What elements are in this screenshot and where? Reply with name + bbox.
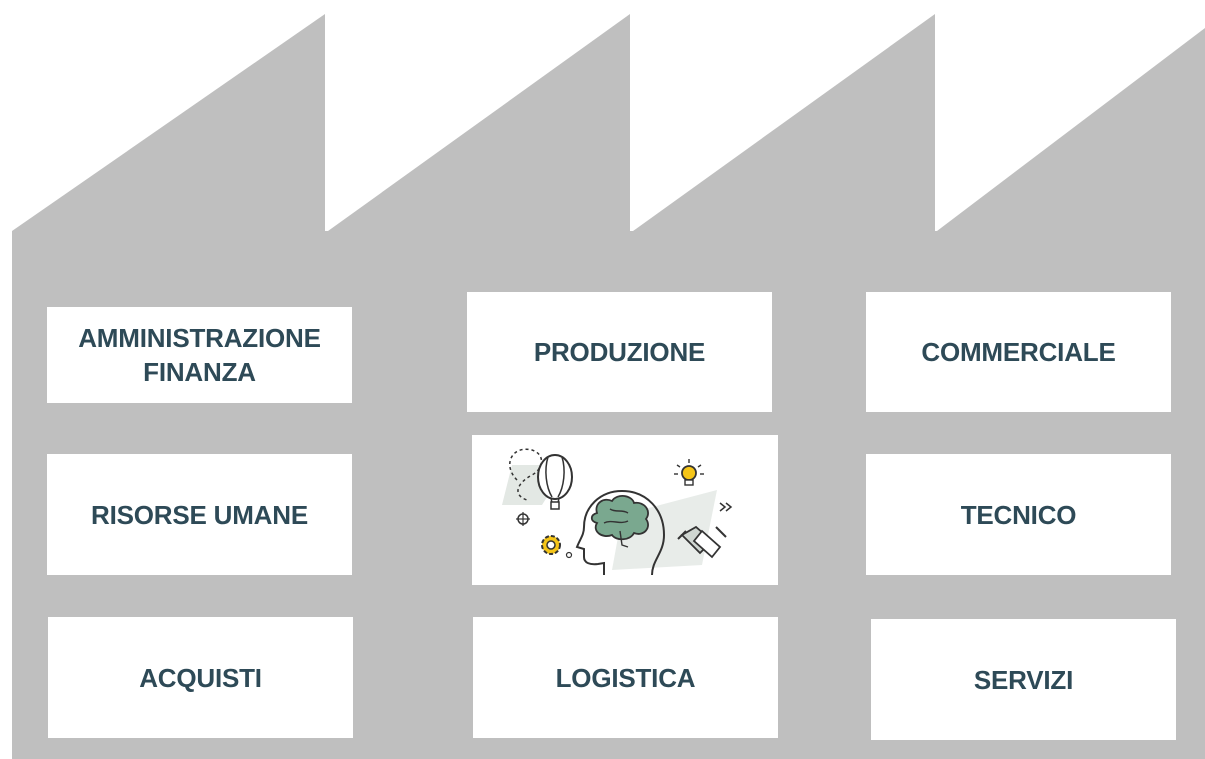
lightbulb-icon <box>674 459 704 486</box>
department-label: PRODUZIONE <box>533 337 706 367</box>
balloon-icon <box>537 454 573 510</box>
department-commerciale: COMMERCIALE <box>866 292 1171 412</box>
department-label: AMMINISTRAZIONE FINANZA <box>78 323 321 387</box>
department-label: COMMERCIALE <box>921 337 1116 367</box>
arrows-icon <box>719 502 733 512</box>
department-label: ACQUISTI <box>139 662 262 693</box>
department-amministrazione: AMMINISTRAZIONE FINANZA <box>47 307 352 403</box>
department-label: SERVIZI <box>973 664 1074 695</box>
roof-sawtooth-4 <box>937 28 1205 231</box>
roof-sawtooth-3 <box>633 14 935 231</box>
department-label: TECNICO <box>960 499 1077 530</box>
innovation-illustration <box>472 435 778 585</box>
roof-sawtooth-1 <box>12 14 325 231</box>
department-label: RISORSE UMANE <box>91 499 308 530</box>
gear-icon <box>541 535 573 559</box>
department-label: LOGISTICA <box>555 662 696 693</box>
department-servizi: SERVIZI <box>871 619 1176 740</box>
target-icon <box>516 512 530 526</box>
department-tecnico: TECNICO <box>866 454 1171 575</box>
handshake-icon <box>677 525 727 559</box>
roof-sawtooth-2 <box>328 14 630 231</box>
factory-roof <box>12 14 1205 231</box>
department-risorse-umane: RISORSE UMANE <box>47 454 352 575</box>
department-produzione: PRODUZIONE <box>467 292 772 412</box>
department-acquisti: ACQUISTI <box>48 617 353 738</box>
brain-head-icon <box>575 489 666 576</box>
department-logistica: LOGISTICA <box>473 617 778 738</box>
